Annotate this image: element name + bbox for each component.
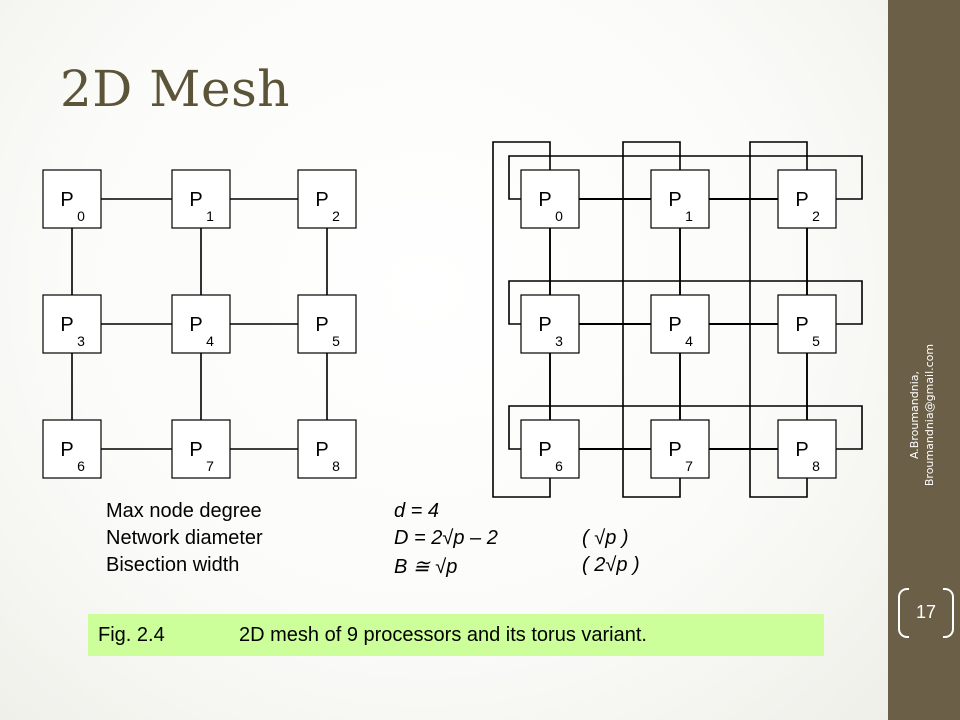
processor-index: 2 [812, 208, 820, 224]
processor-index: 1 [685, 208, 693, 224]
processor-index: 4 [206, 333, 214, 349]
processor-node [171, 169, 231, 229]
processor-index: 4 [685, 333, 693, 349]
processor-node [520, 419, 580, 479]
processor-node [777, 419, 837, 479]
property-torus-value: ( √p ) [582, 527, 629, 549]
property-label: Bisection width [106, 554, 240, 576]
author-credit: A.Broumandnia, Broumandnia@gmail.com [907, 285, 943, 545]
torus-wrap-link [508, 405, 863, 450]
processor-label: P [668, 314, 681, 336]
processor-node [520, 169, 580, 229]
processor-node [650, 419, 710, 479]
side-panel [888, 0, 960, 720]
figure-caption-text: 2D mesh of 9 processors and its torus va… [239, 624, 647, 646]
torus-wrap-link [749, 141, 808, 498]
torus-wrap-link [492, 141, 551, 498]
processor-label: P [795, 439, 808, 461]
processor-label: P [60, 439, 73, 461]
processor-label: P [538, 439, 551, 461]
processor-index: 6 [77, 458, 85, 474]
processor-label: P [668, 439, 681, 461]
author-email: Broumandnia@gmail.com [923, 343, 936, 487]
slide-background [0, 0, 888, 720]
processor-index: 7 [685, 458, 693, 474]
processor-label: P [315, 439, 328, 461]
author-name: A.Broumandnia, [908, 370, 921, 460]
processor-label: P [668, 189, 681, 211]
processor-node [650, 294, 710, 354]
processor-index: 8 [332, 458, 340, 474]
processor-label: P [60, 314, 73, 336]
processor-index: 1 [206, 208, 214, 224]
processor-label: P [538, 189, 551, 211]
property-value: D = 2√p – 2 [394, 527, 498, 549]
processor-node [42, 169, 102, 229]
processor-node [42, 419, 102, 479]
processor-label: P [60, 189, 73, 211]
processor-index: 0 [77, 208, 85, 224]
processor-label: P [795, 314, 808, 336]
processor-index: 5 [332, 333, 340, 349]
slide-title: 2D Mesh [60, 60, 290, 118]
processor-node [650, 169, 710, 229]
property-label: Network diameter [106, 527, 263, 549]
torus-wrap-link [622, 141, 681, 498]
processor-label: P [189, 314, 202, 336]
processor-index: 5 [812, 333, 820, 349]
bracket-left [898, 588, 909, 638]
bracket-right [943, 588, 954, 638]
processor-index: 2 [332, 208, 340, 224]
processor-index: 0 [555, 208, 563, 224]
page-number: 17 [915, 602, 937, 622]
processor-label: P [189, 439, 202, 461]
processor-node [297, 169, 357, 229]
processor-node [777, 294, 837, 354]
processor-index: 8 [812, 458, 820, 474]
processor-label: P [315, 314, 328, 336]
processor-index: 7 [206, 458, 214, 474]
torus-wrap-link [508, 280, 863, 325]
processor-index: 3 [555, 333, 563, 349]
processor-index: 3 [77, 333, 85, 349]
processor-node [171, 294, 231, 354]
processor-label: P [189, 189, 202, 211]
processor-node [777, 169, 837, 229]
processor-label: P [315, 189, 328, 211]
property-label: Max node degree [106, 500, 262, 522]
processor-node [297, 419, 357, 479]
processor-node [520, 294, 580, 354]
figure-caption: Fig. 2.4 2D mesh of 9 processors and its… [88, 614, 824, 656]
property-value: B ≅ √p [394, 556, 458, 578]
processor-label: P [538, 314, 551, 336]
torus-wrap-link [508, 155, 863, 200]
processor-index: 6 [555, 458, 563, 474]
processor-label: P [795, 189, 808, 211]
page-number-badge: 17 [898, 588, 954, 638]
property-torus-value: ( 2√p ) [582, 554, 640, 576]
figure-number: Fig. 2.4 [98, 624, 165, 646]
processor-node [42, 294, 102, 354]
processor-node [171, 419, 231, 479]
property-value: d = 4 [394, 500, 440, 522]
processor-node [297, 294, 357, 354]
